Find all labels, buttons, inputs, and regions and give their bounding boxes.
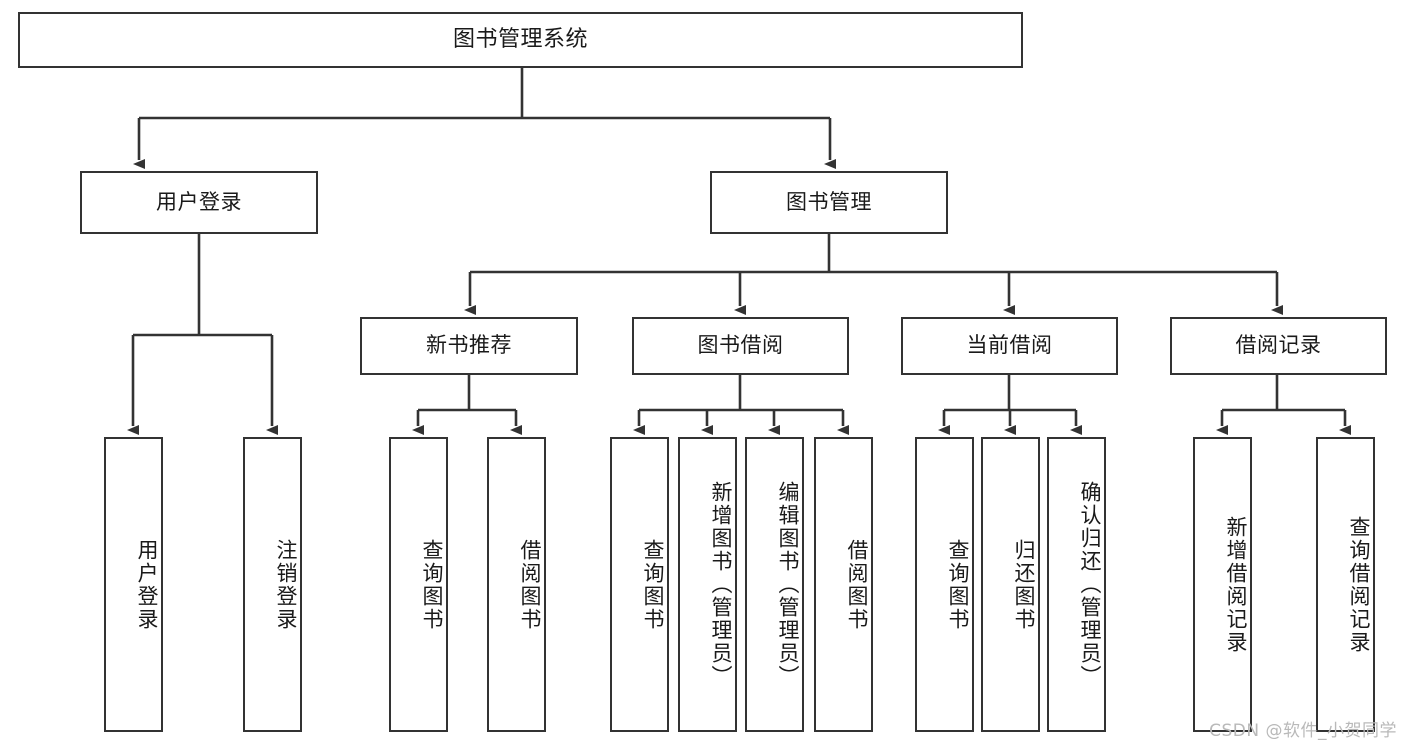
leaf-borrow-query-book[interactable]: 查询图书 xyxy=(610,437,669,732)
node-book-management[interactable]: 图书管理 xyxy=(710,171,948,234)
leaf-user-login-login[interactable]: 用户登录 xyxy=(104,437,163,732)
node-user-login[interactable]: 用户登录 xyxy=(80,171,318,234)
leaf-borrow-add-book-admin[interactable]: 新增图书（管理员） xyxy=(678,437,737,732)
leaf-current-return-book[interactable]: 归还图书 xyxy=(981,437,1040,732)
node-borrow-record[interactable]: 借阅记录 xyxy=(1170,317,1387,375)
leaf-record-query-record[interactable]: 查询借阅记录 xyxy=(1316,437,1375,732)
leaf-recommend-query-book[interactable]: 查询图书 xyxy=(389,437,448,732)
node-root-system[interactable]: 图书管理系统 xyxy=(18,12,1023,68)
node-new-book-recommend[interactable]: 新书推荐 xyxy=(360,317,578,375)
node-book-borrow[interactable]: 图书借阅 xyxy=(632,317,849,375)
leaf-current-confirm-return-admin[interactable]: 确认归还（管理员） xyxy=(1047,437,1106,732)
leaf-current-query-book[interactable]: 查询图书 xyxy=(915,437,974,732)
csdn-watermark: CSDN @软件_小贺同学 xyxy=(1209,721,1397,741)
leaf-borrow-borrow-book[interactable]: 借阅图书 xyxy=(814,437,873,732)
leaf-record-add-record[interactable]: 新增借阅记录 xyxy=(1193,437,1252,732)
node-current-borrow[interactable]: 当前借阅 xyxy=(901,317,1118,375)
leaf-borrow-edit-book-admin[interactable]: 编辑图书（管理员） xyxy=(745,437,804,732)
leaf-recommend-borrow-book[interactable]: 借阅图书 xyxy=(487,437,546,732)
leaf-user-login-logout[interactable]: 注销登录 xyxy=(243,437,302,732)
